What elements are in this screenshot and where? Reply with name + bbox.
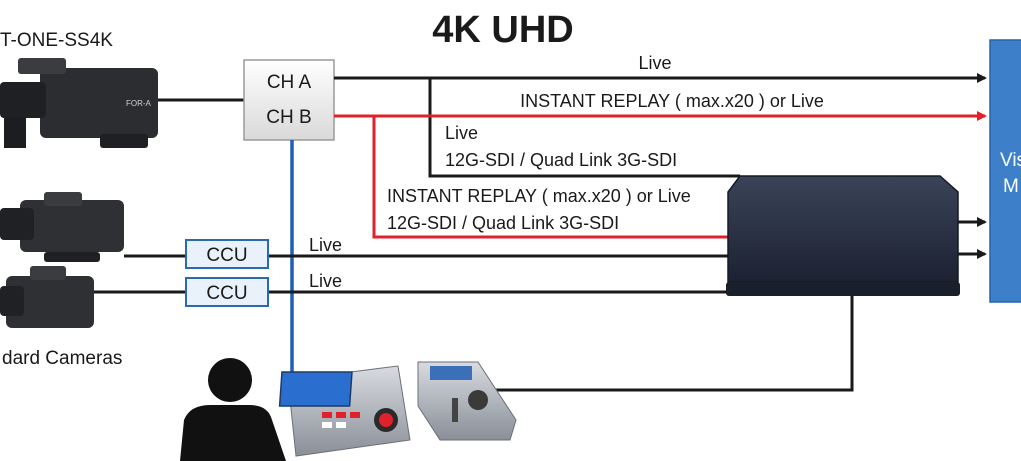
replay-ch-b-label: INSTANT REPLAY ( max.x20 ) or Live [520,91,824,111]
channel-box [243,59,335,141]
live-ch-a-label: Live [638,53,671,73]
main-camera-label: T-ONE-SS4K [0,30,113,51]
ccu1-live-label: Live [309,235,342,255]
standard-camera-2-icon [0,266,94,328]
main-camera-icon: FOR-A [0,58,158,148]
switcher-label-line1: Vis [1000,150,1021,171]
camera-brand: FOR-A [126,99,152,108]
diagram-title: 4K UHD [432,9,573,51]
standard-camera-1-icon [0,192,124,262]
jog-controller-icon [417,361,517,441]
server-controller-line [496,296,854,392]
ccu-2-box [185,277,269,307]
live-to-server-line [428,78,740,178]
replay-server-icon [726,175,960,296]
replay-to-server-line [372,116,740,239]
replay-controller-icon [278,365,411,457]
standard-cameras-label: dard Cameras [2,348,122,369]
channel-a-label: CH A [267,72,312,93]
video-switcher-box [989,39,1021,303]
sdi-to-server-label: 12G-SDI / Quad Link 3G-SDI [445,150,677,170]
ccu-2-label: CCU [206,283,247,304]
sdi-replay-label: 12G-SDI / Quad Link 3G-SDI [387,213,619,233]
live-to-server-label: Live [445,123,478,143]
ccu-1-box [185,239,269,269]
ccu-1-label: CCU [206,245,247,266]
switcher-label-line2: M [1003,176,1019,197]
replay-to-server-label: INSTANT REPLAY ( max.x20 ) or Live [387,186,691,206]
operator-icon [180,358,286,461]
ccu2-live-label: Live [309,271,342,291]
channel-b-label: CH B [266,107,311,128]
